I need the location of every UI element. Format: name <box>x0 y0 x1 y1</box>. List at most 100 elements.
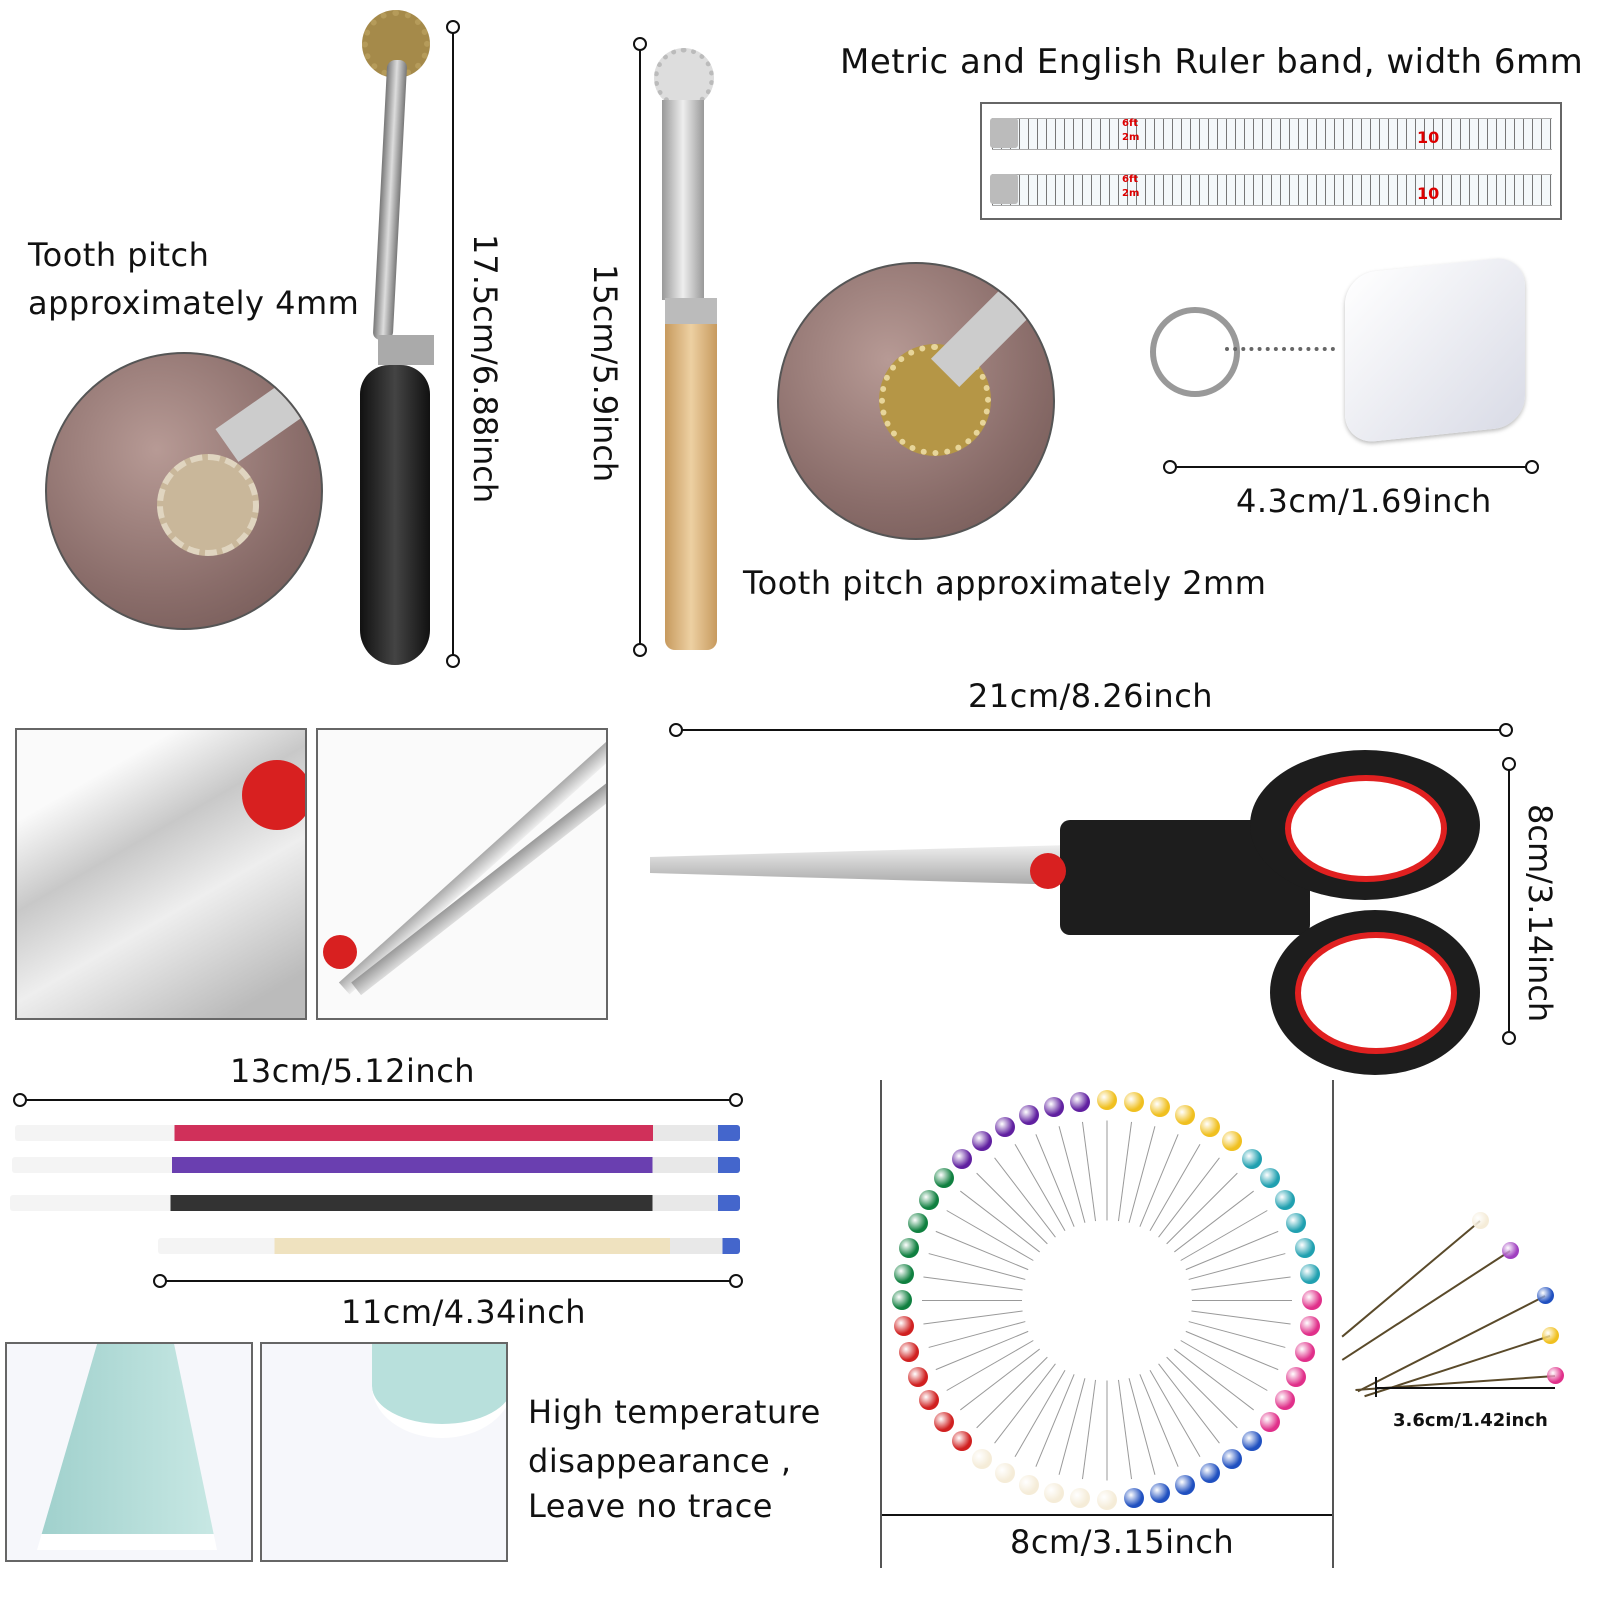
pin-head <box>1274 1190 1295 1210</box>
dimension-line-scissors-width <box>1508 764 1510 1038</box>
tape-measure-keychain-image <box>1145 255 1545 445</box>
pin-head <box>1097 1490 1117 1510</box>
dimension-line-wheel-1 <box>452 27 454 661</box>
pin-shaft <box>1082 1121 1097 1222</box>
pin-head <box>1241 1431 1262 1452</box>
dimension-endpoint <box>729 1093 743 1107</box>
dimension-endpoint <box>633 37 647 51</box>
ruler-tape-2 <box>992 174 1552 206</box>
pin-wheel-dimension-label: 8cm/3.15inch <box>1010 1523 1235 1561</box>
pin-shaft <box>1192 1300 1292 1301</box>
pin-head <box>1199 1463 1220 1484</box>
pin-shaft <box>1106 1120 1108 1221</box>
wheel-icon <box>157 454 259 556</box>
tooth-pitch-2mm-label: Tooth pitch approximately 2mm <box>743 564 1267 602</box>
pin-shaft <box>923 1276 1023 1291</box>
pin-wheel-image <box>882 1080 1332 1515</box>
eraser-heat-tip <box>372 1344 506 1438</box>
dimension-endpoint <box>1499 723 1513 737</box>
pin-head <box>972 1131 993 1152</box>
gel-pen-refill <box>158 1238 740 1254</box>
black-handle <box>360 365 430 665</box>
pin-head <box>898 1238 919 1259</box>
pin-head <box>1221 1448 1242 1469</box>
pin-head <box>893 1263 914 1284</box>
pin-head <box>1150 1483 1171 1504</box>
tracing-wheel-2-image <box>640 40 730 652</box>
wheel-arm <box>930 280 1038 388</box>
ruler-clip <box>990 118 1018 148</box>
pin-head <box>1241 1148 1262 1169</box>
pin-head <box>1259 1168 1280 1189</box>
scissors-tips-photo <box>316 728 608 1020</box>
pin-shaft <box>922 1300 1022 1301</box>
pin-shaft <box>1106 1380 1108 1481</box>
pin-shaft <box>923 1310 1023 1325</box>
pin-shaft <box>928 1253 1026 1281</box>
pin-head <box>1302 1290 1322 1310</box>
dimension-line-scissors-length <box>676 729 1506 731</box>
wheel-arm <box>215 366 321 462</box>
tape-measure-case <box>1345 255 1525 445</box>
pin-head <box>934 1168 955 1189</box>
scissors-width-label: 8cm/3.14inch <box>1521 804 1559 1023</box>
tape-measure-dimension-label: 4.3cm/1.69inch <box>1236 482 1492 520</box>
pin-head <box>919 1390 940 1410</box>
pin-head <box>1070 1091 1091 1112</box>
tooth-pitch-4mm-line2: approximately 4mm <box>28 284 360 322</box>
pen-short-dimension-label: 11cm/4.34inch <box>341 1293 587 1331</box>
pins-dimension-label: 3.6cm/1.42inch <box>1393 1410 1548 1431</box>
ferrule <box>665 298 717 324</box>
dimension-endpoint <box>1502 1031 1516 1045</box>
pin-head <box>1018 1474 1039 1495</box>
dimension-endpoint <box>153 1274 167 1288</box>
pin-shaft <box>1082 1379 1097 1480</box>
pin-head <box>994 1116 1015 1137</box>
pin-head <box>1300 1316 1321 1337</box>
ruler-mark-2m: 2m <box>1122 188 1140 199</box>
ruler-mark-6ft: 6ft <box>1122 118 1139 129</box>
pin-head <box>1502 1242 1519 1259</box>
red-loop-insert <box>1295 932 1457 1054</box>
tracing-wheel-1-image <box>350 0 440 670</box>
pin-head <box>1097 1090 1117 1110</box>
pin-shaft <box>1191 1310 1291 1325</box>
dimension-line-pen-long <box>20 1099 735 1101</box>
pin-head <box>1547 1367 1564 1384</box>
pin-shaft <box>1128 1126 1156 1224</box>
handle-lower <box>1060 875 1310 935</box>
pin-shaft <box>1139 1374 1179 1467</box>
pin-shaft <box>1128 1377 1156 1475</box>
eraser-heat-tip <box>37 1344 217 1550</box>
ruler-mark-10: 10 <box>1417 128 1440 147</box>
pin-head <box>1175 1474 1196 1495</box>
pin-head <box>892 1290 912 1310</box>
ruler-clip <box>990 174 1018 204</box>
scissors-image <box>650 750 1490 1080</box>
pin-head <box>1542 1327 1559 1344</box>
ruler-mark-10: 10 <box>1417 184 1440 203</box>
pin-shaft <box>1341 1220 1481 1338</box>
dimension-line-pins <box>1375 1387 1555 1389</box>
pin-head <box>1286 1366 1307 1387</box>
metal-shaft <box>372 60 408 340</box>
pin-wheel-panel <box>880 1080 1334 1568</box>
ruler-mark-6ft: 6ft <box>1122 174 1139 185</box>
loose-pins-image <box>1341 1200 1570 1398</box>
red-pivot-icon <box>242 760 305 830</box>
pin-head <box>1150 1096 1171 1117</box>
gel-pen-refill <box>15 1125 740 1141</box>
pin-shaft <box>928 1320 1026 1348</box>
gel-pen-refill <box>12 1157 740 1173</box>
pin-head <box>919 1190 940 1210</box>
gel-pen-refill <box>10 1195 740 1211</box>
wheel-1-closeup-photo <box>45 352 323 630</box>
dimension-endpoint <box>729 1274 743 1288</box>
pin-head <box>1018 1105 1039 1126</box>
dimension-line-wheel-2 <box>639 44 641 650</box>
pin-head <box>1123 1488 1144 1509</box>
pin-shaft <box>1191 1276 1291 1291</box>
pin-head <box>1472 1212 1489 1229</box>
dimension-endpoint <box>1525 460 1539 474</box>
pin-head <box>1259 1411 1280 1432</box>
